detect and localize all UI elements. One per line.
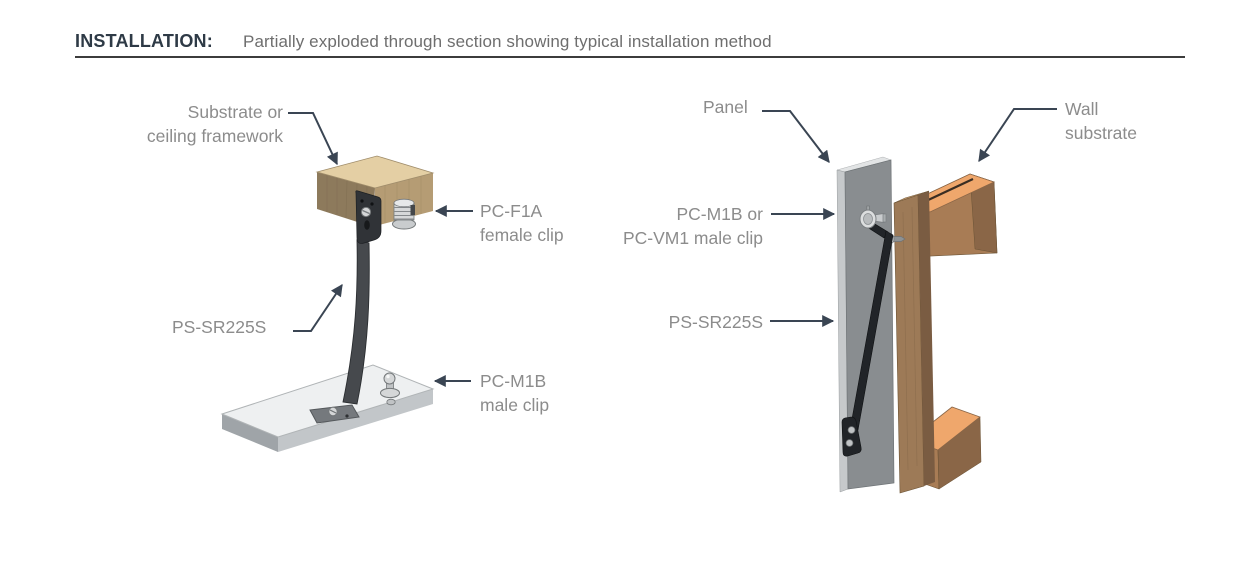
label-male-clip-right-line2: PC-VM1 male clip [622,228,763,248]
right-figure [762,108,1057,494]
label-male-clip-left-line1: PC-M1B [480,371,547,391]
label-male-clip-left: PC-M1B male clip [480,369,549,417]
base-panel-top-face [220,364,435,438]
strut-foot-hole [345,414,349,418]
male-clip-ball-highlight [386,374,390,379]
left-figure [220,112,473,452]
male-clip-ball [383,372,396,385]
strut-bracket-screw-1 [847,426,856,434]
label-strut-left: PS-SR225S [172,315,266,339]
strut-bracket-screw-2 [845,439,854,447]
strut-bar [342,239,370,405]
male-clip-screw [386,398,396,406]
board-side-face [918,191,935,486]
block-top-face [315,155,435,189]
male-clip-flange [380,387,400,399]
base-panel-left-edge [222,414,278,452]
strut-leader-arrow [293,284,343,332]
label-wall-substrate: Wall substrate [1065,97,1137,145]
label-female-clip-line1: PC-F1A [480,201,543,221]
label-strut-right-line1: PS-SR225S [668,312,763,332]
male-clip-stud-cap [882,213,887,223]
wall-substrate-board [893,190,935,494]
label-female-clip-line2: female clip [480,225,564,245]
label-wall-substrate-line2: substrate [1065,123,1137,143]
substrate-leader-arrow [288,112,338,166]
section-subtitle: Partially exploded through section showi… [243,32,772,51]
female-clip [392,198,416,230]
panel-leader-arrow [762,110,830,163]
label-strut-left-line1: PS-SR225S [172,317,267,337]
board-grain [902,206,918,471]
bracket-keyhole [364,220,370,230]
bracket-hole-1 [360,199,364,203]
label-substrate: Substrate or ceiling framework [90,100,283,148]
label-panel-line1: Panel [703,97,748,117]
strut [309,239,370,424]
label-male-clip-left-line2: male clip [480,395,550,415]
strut-bracket [841,416,862,457]
label-female-clip: PC-F1A female clip [480,199,564,247]
label-substrate-line2: ceiling framework [146,126,283,146]
label-panel: Panel [703,95,748,119]
male-clip [859,205,887,229]
label-male-clip-right: PC-M1B or PC-VM1 male clip [565,202,763,250]
label-male-clip-right-line1: PC-M1B or [676,204,763,224]
header-rule [75,56,1185,58]
bracket-plate [355,190,382,244]
female-clip-top [393,198,415,208]
section-title: INSTALLATION: [75,31,213,51]
base-panel [220,364,435,452]
female-clip-clasp [410,205,415,215]
base-panel-right-edge [278,389,433,452]
bracket [355,190,382,244]
female-clip-skirt [392,218,416,230]
male-clip [380,372,400,406]
label-strut-right: PS-SR225S [565,310,763,334]
male-clip-flange-inner [863,213,873,225]
label-wall-substrate-line1: Wall [1065,99,1099,119]
bracket-hole-2 [370,202,374,206]
strut-foot-screw-slot [329,409,337,414]
female-clip-ribs [394,206,414,220]
bracket-screw-slot [362,209,370,215]
wall-substrate-leader-arrow [978,108,1057,162]
board-top-face [893,190,930,204]
label-substrate-line1: Substrate or [187,102,283,122]
